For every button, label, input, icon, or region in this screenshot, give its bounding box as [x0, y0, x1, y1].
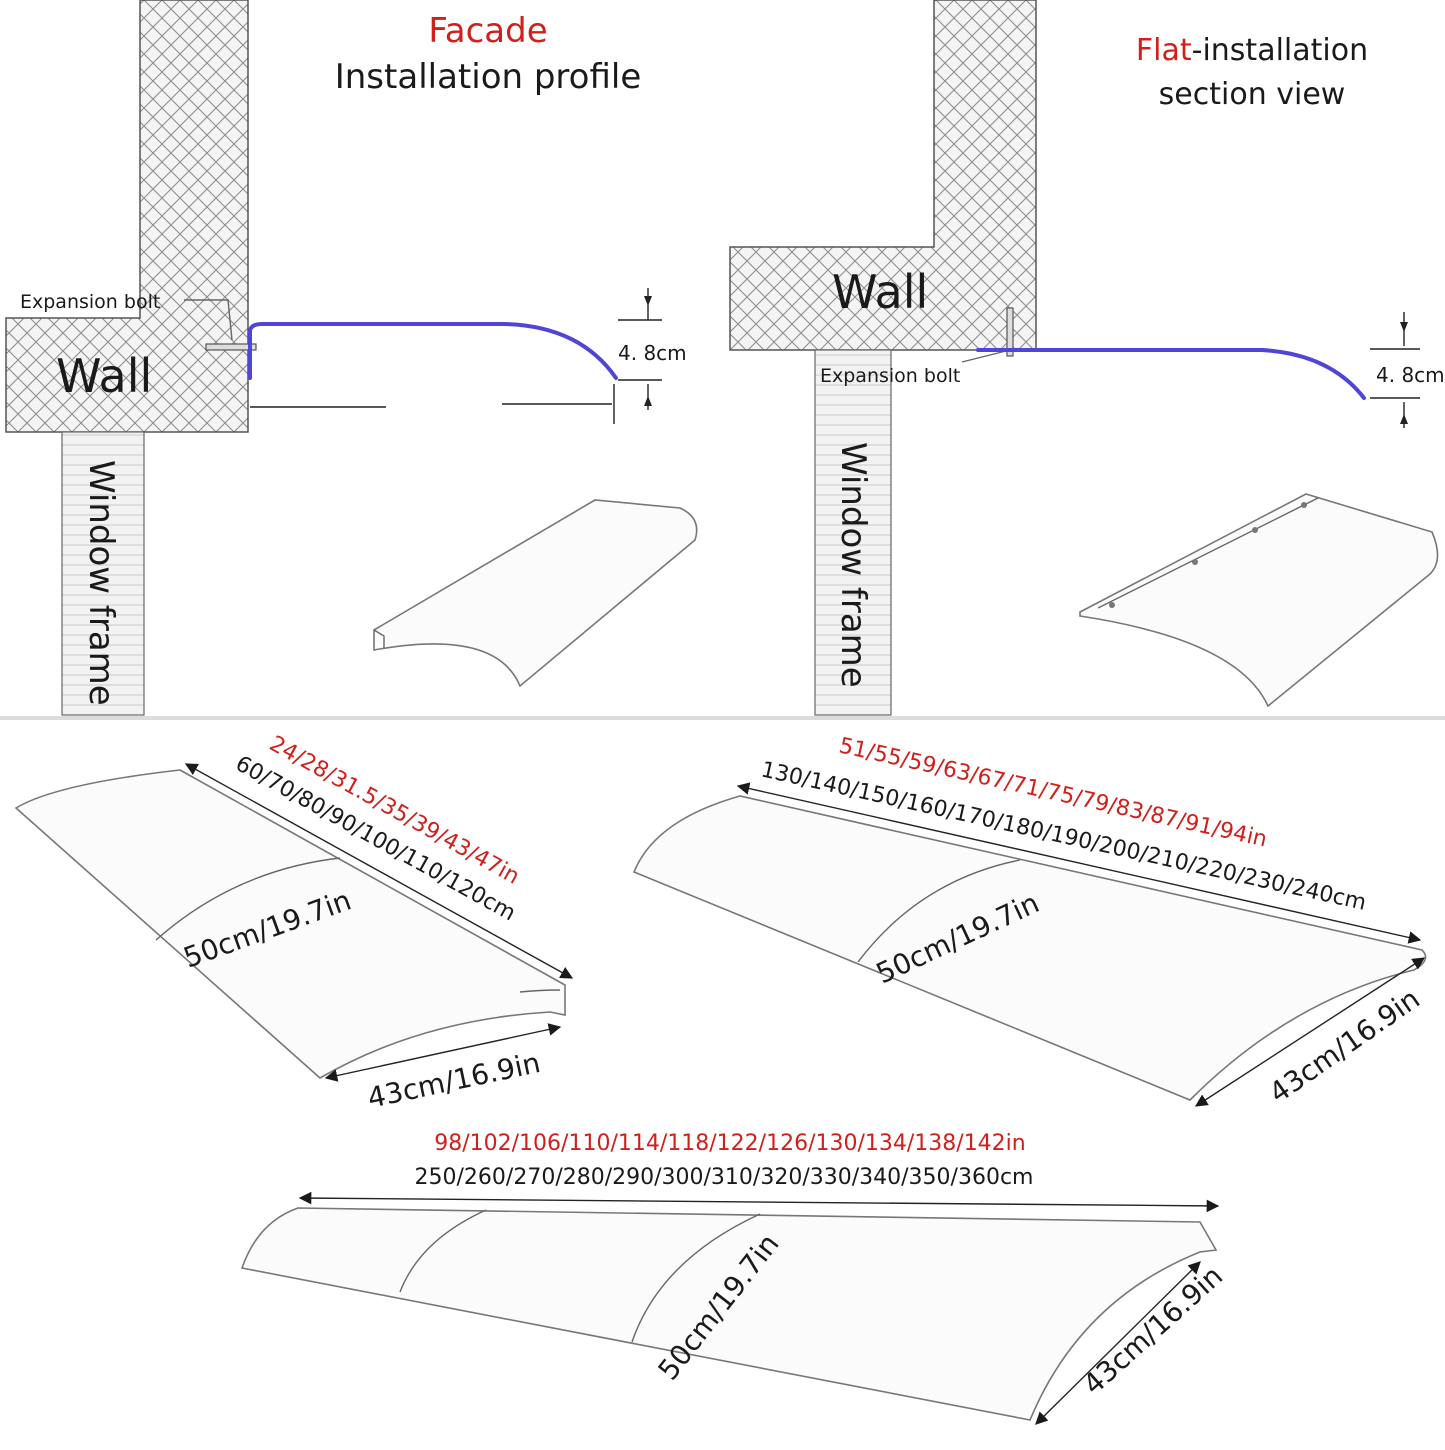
large-awning-panel-seam-1: [399, 1209, 487, 1293]
facade-title-black: Installation profile: [335, 57, 642, 97]
medium-length-arrow: [736, 782, 1422, 944]
facade-frame-label: Window frame: [81, 460, 121, 706]
flat-bolt-label: Expansion bolt: [820, 365, 960, 387]
large-length-cm: 250/260/270/280/290/300/310/320/330/340/…: [415, 1165, 1034, 1190]
small-awning-lip: [519, 989, 561, 993]
small-length-arrow: [184, 763, 574, 979]
flat-title: Flat-installation: [1136, 33, 1368, 68]
facade-awning-profile: [248, 322, 618, 380]
facade-bolt-leader: [184, 299, 233, 341]
large-length-in: 98/102/106/110/114/118/122/126/130/134/1…: [434, 1131, 1026, 1156]
facade-awning-sketch: [373, 499, 698, 688]
mounting-hole-icon: [1301, 502, 1307, 508]
small-depth-arrow: [324, 1023, 562, 1082]
large-depth-arrow: [1035, 1261, 1201, 1425]
flat-wall-hatch: [729, 0, 1037, 351]
facade-width-dimension: [250, 384, 615, 424]
facade-wall-label: Wall: [56, 349, 152, 403]
flat-awning-profile: [976, 348, 1366, 400]
facade-height-label: 4. 8cm: [618, 341, 687, 365]
flat-title-line-2: section view: [1159, 77, 1346, 112]
flat-awning-sketch-rail: [1097, 497, 1319, 609]
small-depth: 43cm/16.9in: [365, 1046, 544, 1115]
flat-install-panel: Wall Expansion bolt 4. 8cm Window frame …: [729, 0, 1445, 716]
facade-window-frame: [61, 431, 145, 716]
medium-awning-size-diagram: 51/55/59/63/67/71/75/79/83/87/91/94in 13…: [632, 733, 1427, 1110]
mounting-hole-icon: [1252, 527, 1258, 533]
facade-awning-sketch-lip: [373, 629, 385, 648]
flat-window-frame: [814, 349, 892, 716]
flat-wall-label: Wall: [832, 265, 928, 319]
mounting-hole-icon: [1192, 559, 1198, 565]
large-length-arrow: [298, 1191, 1220, 1213]
flat-expansion-bolt-icon: [1006, 307, 1014, 357]
small-awning-size-diagram: 24/28/31.5/35/39/43/47in 60/70/80/90/100…: [14, 731, 574, 1115]
mounting-hole-icon: [1109, 602, 1115, 608]
large-awning-panel-seam-2: [631, 1213, 761, 1343]
facade-panel: Wall Expansion bolt 4. 8cm Window frame …: [5, 0, 698, 716]
flat-frame-label: Window frame: [833, 442, 873, 688]
flat-awning-sketch: [1079, 493, 1439, 708]
facade-title-red: Facade: [428, 11, 547, 51]
facade-wall-hatch: [5, 0, 249, 433]
large-awning-size-diagram: 98/102/106/110/114/118/122/126/130/134/1…: [240, 1131, 1229, 1425]
medium-depth-arrow: [1194, 957, 1426, 1107]
flat-height-label: 4. 8cm: [1376, 363, 1445, 387]
expansion-bolt-icon: [205, 343, 257, 351]
facade-bolt-label: Expansion bolt: [20, 291, 160, 313]
